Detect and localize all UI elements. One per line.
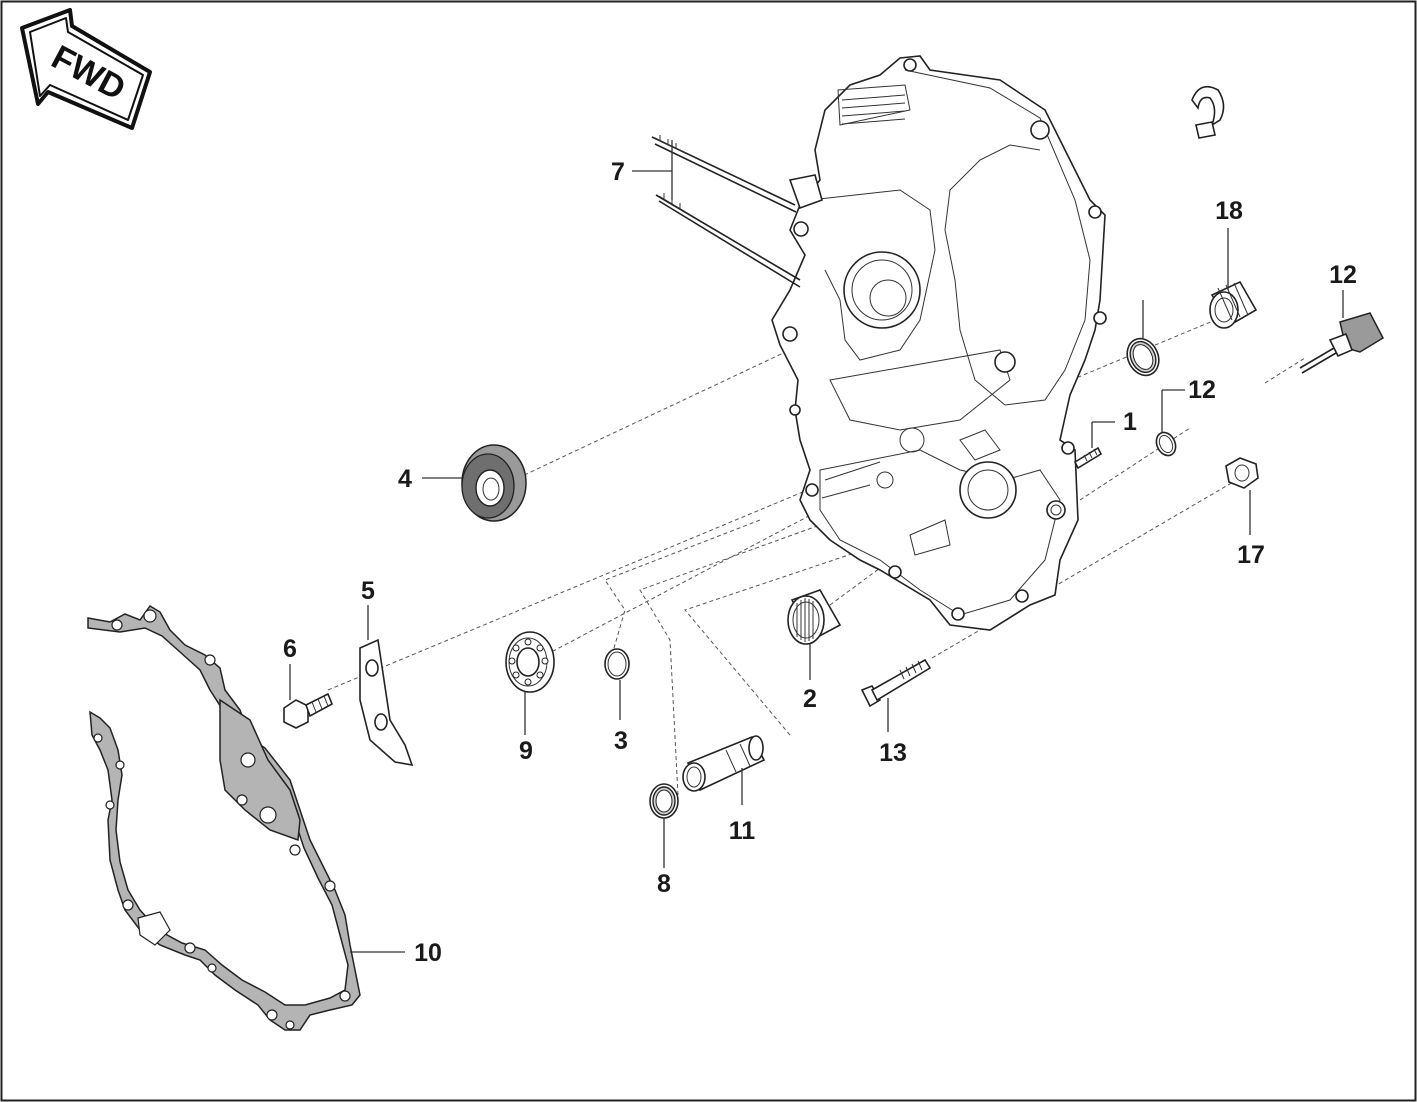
callout-2: 2 <box>803 685 817 713</box>
callout-7: 7 <box>611 158 625 186</box>
crankcase-cover <box>771 55 1107 631</box>
part-11-sleeve <box>682 735 766 792</box>
callout-3: 3 <box>614 727 628 755</box>
part-10-gasket <box>87 605 361 1031</box>
part-6-bolt <box>283 692 334 729</box>
part-13-o-ring <box>1155 431 1177 457</box>
part-4-oil-seal <box>461 444 527 522</box>
callout-1: 1 <box>1123 408 1137 436</box>
callout-11: 11 <box>729 817 756 845</box>
part-2-needle-bearing <box>787 589 842 645</box>
callout-17: 18 <box>1215 197 1243 225</box>
part-3-o-ring <box>604 648 630 680</box>
part-18-o-ring <box>1126 337 1160 377</box>
leader-lines <box>289 140 1344 953</box>
callout-4: 4 <box>398 465 412 493</box>
callout-12: 12 <box>1329 261 1357 289</box>
retaining-clip <box>1191 85 1225 139</box>
part-1-stud <box>1073 446 1103 470</box>
callout-9: 9 <box>519 737 533 765</box>
callout-13: 12 <box>1188 376 1216 404</box>
callout-10: 10 <box>414 939 442 967</box>
part-7-studs <box>651 135 801 288</box>
callout-8: 8 <box>657 870 671 898</box>
part-16-nut <box>1225 457 1259 489</box>
part-8-o-ring <box>649 783 679 819</box>
part-17-plug <box>1209 280 1258 329</box>
callout-14-15: 13 <box>879 739 907 767</box>
part-12-filler-cap <box>1299 312 1384 374</box>
part-9-ball-bearing <box>505 631 555 693</box>
part-5-plate <box>359 638 414 767</box>
callout-5: 5 <box>361 577 375 605</box>
callout-16: 17 <box>1237 541 1265 569</box>
part-14-15-bolt <box>860 658 932 708</box>
callout-6: 6 <box>283 635 297 663</box>
callout-labels: 7 4 5 6 9 3 8 11 2 13 1 12 18 12 17 10 <box>283 158 1357 967</box>
